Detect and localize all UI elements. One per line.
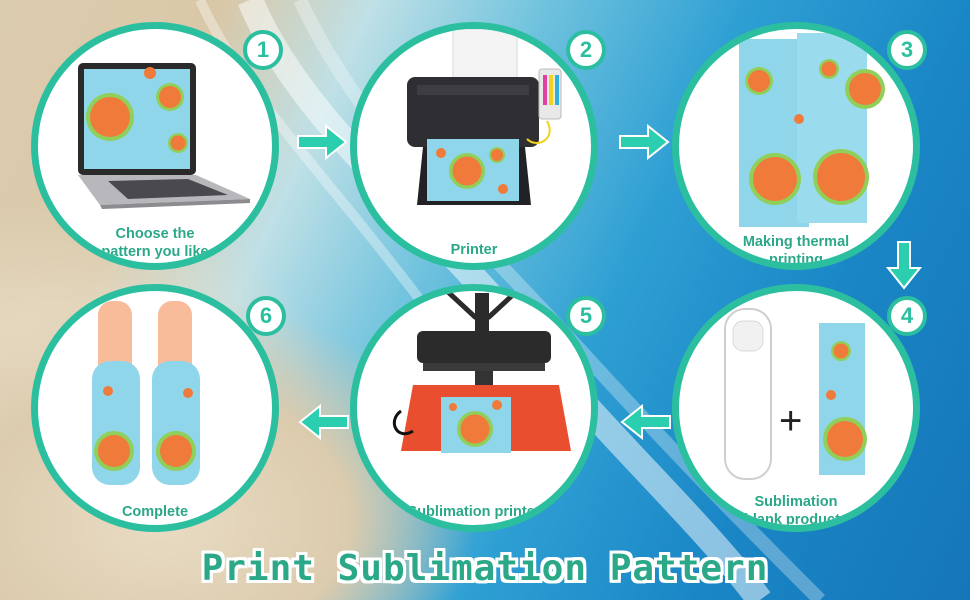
- arrow-left-icon: [620, 404, 671, 440]
- printer-icon: [407, 29, 562, 205]
- step-4-caption-line2: blank products: [744, 512, 848, 528]
- step-4-number: 4: [887, 296, 927, 336]
- step-3-caption-line2: printing: [769, 252, 823, 268]
- arrow-right-icon: [297, 124, 348, 160]
- blank-sleeve-icon: [724, 308, 867, 480]
- transfer-paper-icon: [739, 33, 885, 227]
- laptop-icon: [78, 63, 250, 209]
- arrow-left-icon: [298, 404, 349, 440]
- step-5-caption-line1: Sublimation printer: [407, 504, 541, 520]
- step-4-caption-line1: Sublimation: [754, 494, 838, 510]
- arrow-right-icon: [619, 124, 670, 160]
- step-3-caption-line1: Making thermal: [742, 234, 850, 250]
- arrow-down-icon: [886, 241, 922, 290]
- step-2-caption-line1: Printer: [450, 242, 498, 258]
- heat-press-icon: [392, 291, 571, 453]
- step-5-circle: Sublimation printer: [350, 284, 598, 532]
- step-6-number: 6: [246, 296, 286, 336]
- step-1-caption-line2: pattern you like: [101, 244, 209, 260]
- step-1-circle: Choose the pattern you like: [31, 22, 279, 270]
- step-5-number: 5: [566, 296, 606, 336]
- step-4-circle: + Sublimation blank products: [672, 284, 920, 532]
- step-2-number: 2: [566, 30, 606, 70]
- step-1-caption-line1: Choose the: [115, 226, 195, 242]
- step-6-caption-line1: Complete: [121, 504, 189, 520]
- popsicle-sleeve-icon: [92, 301, 200, 485]
- step-3-number: 3: [887, 30, 927, 70]
- step-3-circle: Making thermal printing: [672, 22, 920, 270]
- step-1-number: 1: [243, 30, 283, 70]
- plus-sign: +: [779, 399, 803, 443]
- page-title: Print Sublimation Pattern: [201, 548, 769, 589]
- step-2-circle: Printer: [350, 22, 598, 270]
- step-6-circle: Complete: [31, 284, 279, 532]
